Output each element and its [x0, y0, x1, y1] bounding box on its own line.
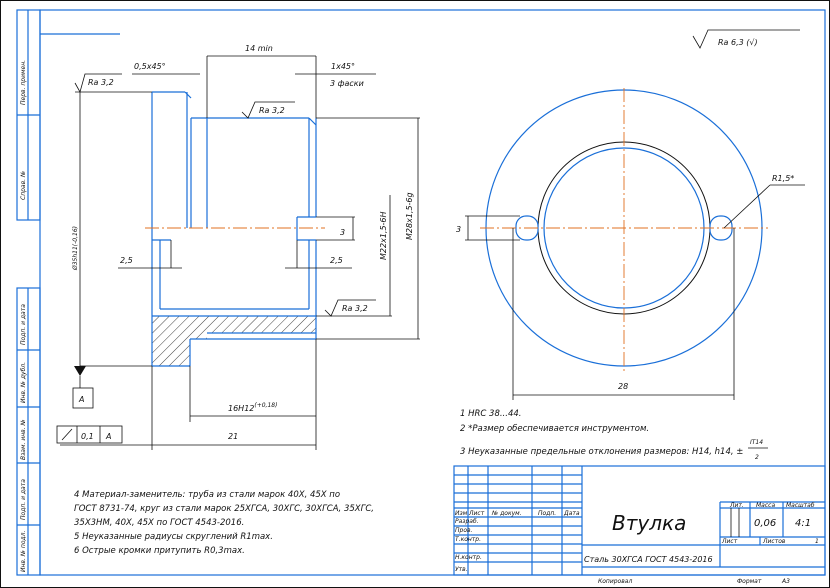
svg-text:16H12(+0,18): 16H12(+0,18) [228, 402, 277, 413]
svg-text:Масса: Масса [756, 502, 775, 509]
svg-text:Лит.: Лит. [729, 502, 744, 509]
svg-text:6 Острые кромки притупить R0,: 6 Острые кромки притупить R0,3max. [74, 546, 245, 556]
svg-text:4:1: 4:1 [795, 518, 811, 529]
svg-text:Подп.: Подп. [538, 510, 556, 517]
strip-label: Взам. инв. № [20, 419, 27, 460]
svg-text:Пров.: Пров. [455, 527, 473, 534]
section-view: 14 min 0,5x45° 1x45° 3 фаски Ra 3,2 Ra 3… [56, 44, 420, 450]
svg-text:Дата: Дата [563, 510, 580, 517]
svg-text:Ra 3,2: Ra 3,2 [88, 78, 114, 87]
svg-text:3: 3 [456, 225, 461, 234]
section-hatch [152, 316, 316, 366]
svg-text:Ra 3,2: Ra 3,2 [259, 106, 285, 115]
svg-text:21: 21 [228, 432, 238, 441]
svg-text:2 *Размер обеспечивается инст: 2 *Размер обеспечивается инструментом. [460, 424, 649, 434]
svg-text:Т.контр.: Т.контр. [455, 536, 481, 543]
svg-text:M22x1,5-6H: M22x1,5-6H [379, 211, 388, 260]
svg-text:1x45°: 1x45° [331, 62, 355, 71]
svg-text:Утв.: Утв. [455, 566, 468, 573]
svg-text:3: 3 [340, 228, 345, 237]
notes-right: 1 HRC 38...44. 2 *Размер обеспечивается … [460, 409, 768, 461]
strip-label: Перв. примен. [20, 60, 27, 105]
svg-text:35Х3НМ, 40Х, 45Х по ГОСТ 4543-: 35Х3НМ, 40Х, 45Х по ГОСТ 4543-2016. [74, 518, 244, 528]
side-strip: Перв. примен. Справ. № Подп. и дата Инв.… [16, 9, 120, 576]
svg-text:Копировал: Копировал [598, 578, 632, 585]
svg-text:3 Неуказанные предельные откло: 3 Неуказанные предельные отклонения разм… [460, 447, 743, 457]
part-name: Втулка [612, 511, 686, 535]
strip-label: Инв. № подл. [20, 531, 27, 572]
svg-text:R1,5*: R1,5* [772, 174, 794, 183]
end-view: 3 28 R1,5* [456, 88, 805, 400]
svg-text:5 Неуказанные радиусы скругле: 5 Неуказанные радиусы скруглений R1max. [74, 532, 273, 542]
strip-label: Справ. № [20, 171, 27, 200]
svg-text:3 фаски: 3 фаски [330, 79, 364, 88]
runout-frame [56, 425, 123, 444]
svg-text:28: 28 [618, 382, 628, 391]
svg-text:Ra 6,3 (√): Ra 6,3 (√) [718, 38, 758, 47]
svg-text:А3: А3 [781, 578, 790, 585]
strip-label: Подп. и дата [20, 304, 27, 345]
svg-text:1: 1 [815, 538, 819, 545]
svg-text:Ø35h11(-0,16): Ø35h11(-0,16) [72, 226, 79, 271]
svg-text:Лист: Лист [721, 538, 738, 545]
strip-label: Подп. и дата [20, 479, 27, 520]
svg-text:№ докум.: № докум. [491, 510, 522, 517]
svg-text:IT14: IT14 [750, 439, 763, 446]
material: Сталь 30ХГСА ГОСТ 4543-2016 [584, 555, 713, 564]
svg-text:0,5x45°: 0,5x45° [134, 62, 166, 71]
svg-text:0,1: 0,1 [81, 432, 94, 441]
datum-box [72, 387, 94, 409]
svg-text:4 Материал-заменитель: труба: 4 Материал-заменитель: труба из стали ма… [74, 490, 340, 500]
svg-text:Листов: Листов [762, 538, 786, 545]
svg-text:A: A [105, 432, 111, 441]
svg-text:14 min: 14 min [245, 44, 273, 53]
svg-text:2,5: 2,5 [120, 256, 133, 265]
svg-text:Ra 3,2: Ra 3,2 [342, 304, 368, 313]
runout-icon [61, 428, 73, 441]
roughness-general: Ra 6,3 (√) [692, 29, 800, 49]
svg-text:Разраб.: Разраб. [455, 518, 479, 525]
svg-text:A: A [78, 395, 84, 404]
svg-text:Лист: Лист [468, 510, 485, 517]
title-block: Изм Лист № докум. Подп. Дата Разраб. Про… [453, 465, 826, 585]
svg-text:M28x1,5-6g: M28x1,5-6g [405, 192, 414, 240]
strip-label: Инв. № дубл. [20, 362, 27, 403]
notes-left: 4 Материал-заменитель: труба из стали ма… [74, 490, 374, 556]
svg-text:2: 2 [755, 454, 759, 461]
svg-text:0,06: 0,06 [754, 518, 776, 529]
svg-text:Н.контр.: Н.контр. [455, 554, 482, 561]
svg-text:Изм: Изм [455, 510, 468, 517]
svg-text:Формат: Формат [737, 578, 762, 585]
svg-text:ГОСТ 8731-74, круг из стали ма: ГОСТ 8731-74, круг из стали марок 25ХГСА… [74, 504, 374, 514]
svg-text:1 HRC 38...44.: 1 HRC 38...44. [460, 409, 521, 419]
svg-text:2,5: 2,5 [330, 256, 343, 265]
svg-text:Масштаб: Масштаб [786, 502, 815, 509]
